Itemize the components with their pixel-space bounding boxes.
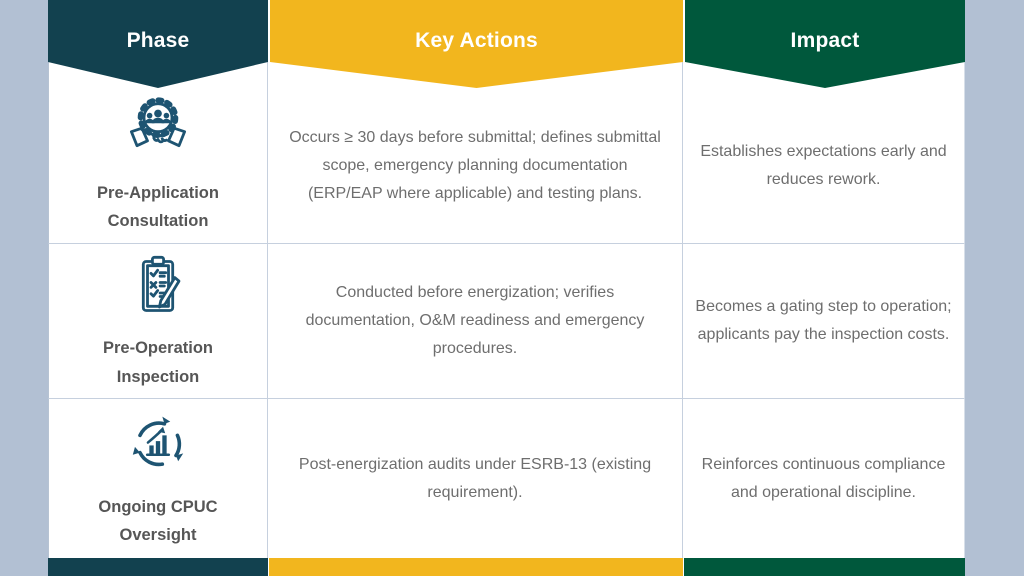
key-actions-text: Occurs ≥ 30 days before submittal; defin… [289, 128, 661, 202]
impact-cell-row3: Reinforces continuous compliance and ope… [683, 399, 965, 558]
column-header-phase-label: Phase [126, 29, 190, 52]
phase-label: Pre-Application Consultation [97, 183, 219, 230]
header-cell-phase: Phase [48, 0, 268, 88]
impact-cell-row2: Becomes a gating step to operation; appl… [683, 244, 965, 399]
key-actions-text: Conducted before energization; verifies … [305, 284, 645, 357]
phase-cell-pre-application: Pre-Application Consultation [48, 62, 268, 244]
phase-impact-table: Phase Key Actions Impact [48, 0, 965, 576]
consultation-handshake-icon [130, 97, 186, 148]
key-actions-cell-row2: Conducted before energization; verifies … [268, 244, 683, 399]
phase-label: Pre-Operation Inspection [102, 339, 214, 386]
impact-text: Reinforces continuous compliance and ope… [701, 455, 946, 501]
continuous-oversight-icon [132, 416, 184, 467]
impact-text: Becomes a gating step to operation; appl… [695, 298, 952, 343]
column-header-impact-label: Impact [790, 29, 860, 52]
header-cell-key-actions: Key Actions [268, 0, 683, 88]
key-actions-cell-row3: Post-energization audits under ESRB-13 (… [268, 399, 683, 558]
phase-label: Ongoing CPUC Oversight [98, 497, 218, 544]
phase-cell-ongoing-oversight: Ongoing CPUC Oversight [48, 399, 268, 558]
impact-text: Establishes expectations early and reduc… [700, 142, 947, 188]
header-cell-impact: Impact [683, 0, 965, 88]
key-actions-text: Post-energization audits under ESRB-13 (… [298, 455, 652, 501]
key-actions-cell-row1: Occurs ≥ 30 days before submittal; defin… [268, 62, 683, 244]
column-header-key-actions-label: Key Actions [415, 29, 538, 52]
impact-cell-row1: Establishes expectations early and reduc… [683, 62, 965, 244]
inspection-checklist-icon [141, 256, 181, 313]
footer-strip-phase [48, 558, 268, 576]
footer-strip-impact [683, 558, 965, 576]
footer-strip-key-actions [268, 558, 683, 576]
phase-cell-pre-operation: Pre-Operation Inspection [48, 244, 268, 399]
